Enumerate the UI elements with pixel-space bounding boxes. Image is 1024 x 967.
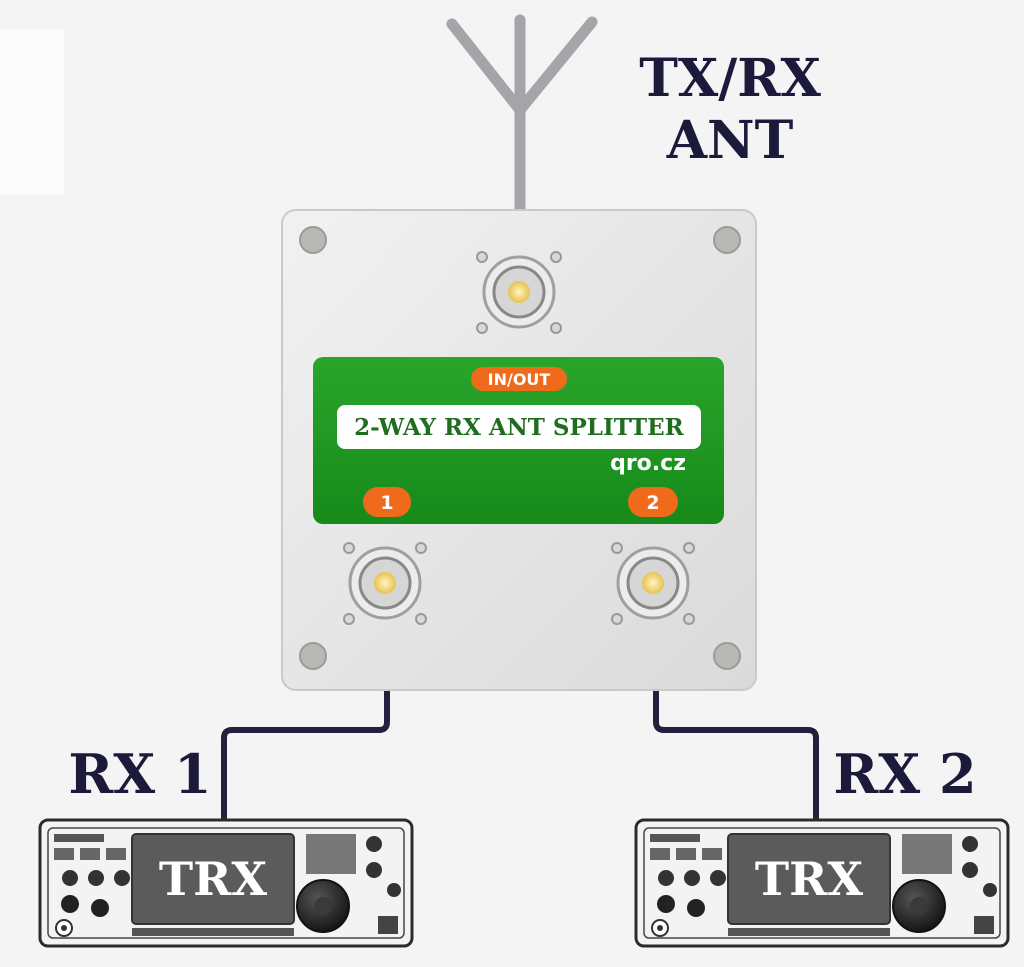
screw-icon [713, 642, 741, 670]
screen-2 [727, 833, 891, 925]
trx1-screen-text: TRX [159, 852, 267, 906]
brand-logo: qro.cz [610, 451, 686, 476]
port-2-label: 2 [646, 492, 659, 514]
title-box [337, 405, 701, 449]
transceiver-1: TRX [38, 818, 414, 948]
transceiver-2: TRX [634, 818, 1010, 948]
splitter-title: 2-WAY RX ANT SPLITTER [354, 414, 685, 441]
port-2-badge [628, 487, 678, 517]
screen-1 [131, 833, 295, 925]
cable-rx1 [221, 690, 390, 820]
port-1-label: 1 [380, 492, 393, 514]
splitter-box: IN/OUT 2-WAY RX ANT SPLITTER qro.cz 1 2 [281, 209, 757, 691]
antenna-label-line1: TX/RX [639, 48, 821, 109]
screw-icon [299, 226, 327, 254]
port-2-connector-icon [611, 542, 695, 625]
port-1-connector-icon [343, 542, 427, 625]
port-1-badge [363, 487, 411, 517]
cable-rx2 [653, 690, 819, 820]
in-out-connector-icon [476, 251, 562, 334]
screw-icon [299, 642, 327, 670]
rx2-label: RX 2 [833, 742, 976, 806]
in-out-label: IN/OUT [488, 370, 551, 389]
screw-icon [713, 226, 741, 254]
trx2-screen-text: TRX [755, 852, 863, 906]
rx1-label: RX 1 [68, 742, 211, 806]
antenna-label-line2: ANT [666, 110, 794, 171]
antenna-icon [446, 14, 598, 218]
in-out-badge [471, 367, 567, 391]
background-panel [0, 30, 64, 195]
